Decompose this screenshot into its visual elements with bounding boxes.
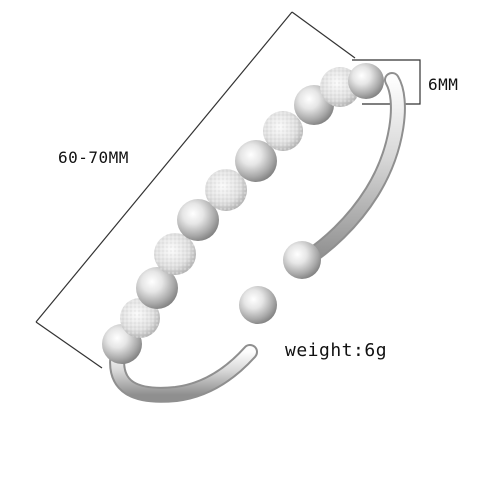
- bead: [205, 169, 247, 211]
- cuff-band: [109, 72, 406, 403]
- diameter-dimension-lines: [35, 11, 356, 369]
- weight-label: weight:6g: [285, 340, 388, 361]
- bead: [235, 140, 277, 182]
- cuff-end-caps: [239, 241, 321, 324]
- bead: [177, 199, 219, 241]
- diameter-label: 60-70MM: [58, 148, 129, 167]
- bead: [154, 233, 196, 275]
- bead: [348, 63, 384, 99]
- bead: [136, 267, 178, 309]
- bead: [263, 111, 303, 151]
- bead-row: [102, 63, 384, 364]
- bead: [120, 298, 160, 338]
- bead-size-label: 6MM: [428, 75, 459, 94]
